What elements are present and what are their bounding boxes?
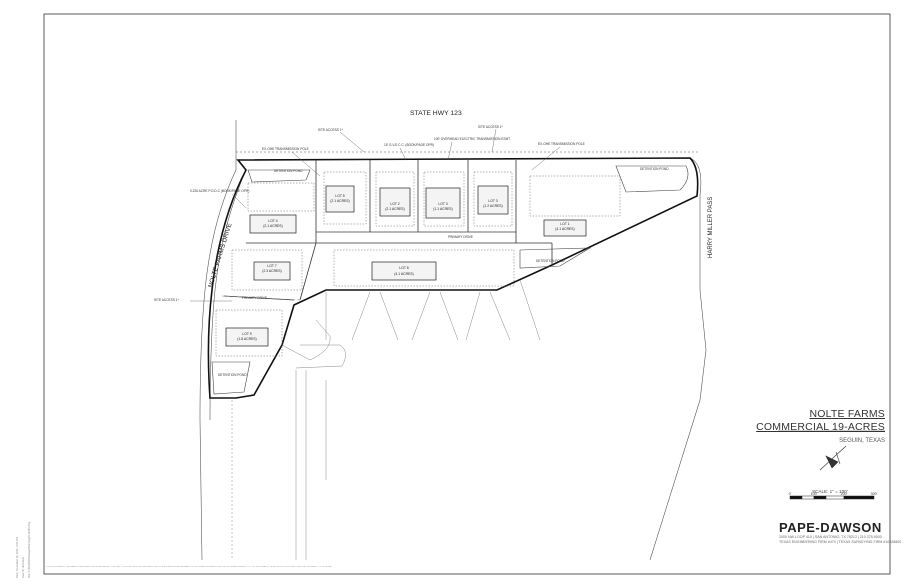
- lot-5-name: LOT 5: [335, 194, 344, 198]
- electric-esmt-label: 100' OVERHEAD ELECTRIC TRANSMISSION ESMT: [434, 137, 510, 141]
- building-lot7: [253, 261, 291, 281]
- scale-bar: [789, 495, 875, 500]
- stamp-line-2: User ID: drichards: [22, 557, 25, 578]
- lot-2-name: LOT 2: [390, 202, 399, 206]
- lot-7-name: LOT 7: [267, 264, 276, 268]
- project-title-line1: NOLTE FARMS: [809, 408, 885, 420]
- building-lot9: [225, 327, 269, 347]
- lot-2-acres: (2.1 ACRES): [385, 207, 404, 211]
- road-label-west: NOLTE FARMS DRIVE: [207, 222, 233, 289]
- lot-3a-name: LOT 3: [438, 202, 447, 206]
- site-access-north2-label: SITE ACCESS 1*: [478, 125, 504, 129]
- site-access-west-label: SITE ACCESS 1*: [154, 298, 180, 302]
- building-lot3a: [425, 187, 461, 219]
- future-development: [231, 279, 541, 560]
- transmission-pole-1-label: EX-OHE TRANSMISSION POLE: [262, 147, 309, 151]
- lot-8-acres: (4.1 ACRES): [394, 272, 413, 276]
- stamp-line-1: Date: November 19, 2020, 3:34 PM: [16, 537, 19, 578]
- lot-1-acres: (4.1 ACRES): [555, 227, 574, 231]
- gvec-label: 15' G.V.E.C.C. (BOOK/PAGE OPR): [384, 143, 434, 147]
- scale-tick-100: 100': [811, 492, 818, 496]
- scale-tick-0: 0': [789, 492, 792, 496]
- firm-logo: PAPE-DAWSON: [779, 520, 882, 535]
- buildings: [225, 185, 587, 347]
- firm-address-line: 2000 NW LOOP 410 | SAN ANTONIO, TX 78213…: [779, 535, 882, 539]
- lot-3b-name: LOT 3: [488, 199, 497, 203]
- project-title-line2: COMMERCIAL 19-ACRES: [756, 421, 885, 433]
- detention-sw-label: DETENTION POND: [218, 373, 247, 377]
- building-lot3b: [477, 185, 509, 215]
- project-title: NOLTE FARMS COMMERCIAL 19-ACRES: [756, 408, 885, 434]
- site-access-north1-label: SITE ACCESS 1*: [318, 128, 344, 132]
- leader-lines: [190, 128, 561, 302]
- road-label-east: HARRY MILLER PASS: [708, 197, 714, 258]
- detention-nw-label: DETENTION POND: [274, 169, 303, 173]
- lot-4-acres: (2.1 ACRES): [263, 224, 282, 228]
- primary-drive-2-label: PRIMARY DRIVE: [242, 296, 267, 300]
- road-label-north: STATE HWY 123: [410, 110, 462, 117]
- primary-drive-1-label: PRIMARY DRIVE: [448, 235, 473, 239]
- building-lot5: [325, 185, 355, 213]
- scale-tick-300: 300': [871, 492, 878, 496]
- harry-miller-road: [649, 157, 707, 561]
- disclaimer-notes: THIS DOCUMENT HAS BEEN PREPARED FROM MAT…: [46, 566, 333, 568]
- parking-areas: [215, 171, 621, 357]
- detention-ponds: [211, 165, 689, 395]
- pond-e: [519, 247, 592, 269]
- lot-1-name: LOT 1: [560, 222, 569, 226]
- detention-e-label: DETENTION POND: [536, 259, 565, 263]
- pond-nw: [247, 169, 311, 183]
- project-city: SEGUIN, TEXAS: [839, 438, 885, 444]
- scale-label: SCALE: 1" = 100': [812, 489, 848, 494]
- scale-tick-200: 200': [841, 492, 848, 496]
- building-lot4: [249, 214, 297, 234]
- detention-ne-label: DETENTION POND: [640, 167, 669, 171]
- drive-aisles: [221, 231, 516, 301]
- nolte-farms-road: [199, 169, 247, 561]
- lot-8-name: LOT 8: [399, 266, 408, 270]
- site-boundary: [207, 157, 699, 399]
- pond-ne: [615, 165, 689, 193]
- lot-9-name: LOT 9: [242, 332, 251, 336]
- transmission-pole-2-label: EX-OHE TRANSMISSION POLE: [538, 142, 585, 146]
- lot-9-acres: (1.8 ACRES): [237, 337, 256, 341]
- plot-stamp: Date: November 19, 2020, 3:34 PM User ID…: [6, 460, 56, 580]
- lot-4-name: LOT 4: [268, 219, 277, 223]
- esmt-left-label: 0.226 ACRE P.O.D.C (BOOK/PAGE OPR): [190, 189, 249, 193]
- building-lot1: [543, 219, 587, 237]
- sheet-border: [43, 13, 891, 575]
- lot-7-acres: (2.3 ACRES): [262, 269, 281, 273]
- lot-3a-acres: (1.1 ACRES): [433, 207, 452, 211]
- building-lot2: [379, 187, 411, 217]
- firm-registration-line: TEXAS ENGINEERING FIRM #470 | TEXAS SURV…: [779, 540, 902, 544]
- lot-5-acres: (2.1 ACRES): [330, 199, 349, 203]
- firm-address: 2000 NW LOOP 410 | SAN ANTONIO, TX 78213…: [779, 535, 901, 545]
- north-arrow-icon: [819, 445, 847, 471]
- stamp-line-3: File: P:\119\45\00\Design\Planning\PL119…: [28, 521, 31, 578]
- building-lot8: [371, 261, 437, 281]
- lot-3b-acres: (1.2 ACRES): [483, 204, 502, 208]
- pond-sw: [211, 361, 251, 395]
